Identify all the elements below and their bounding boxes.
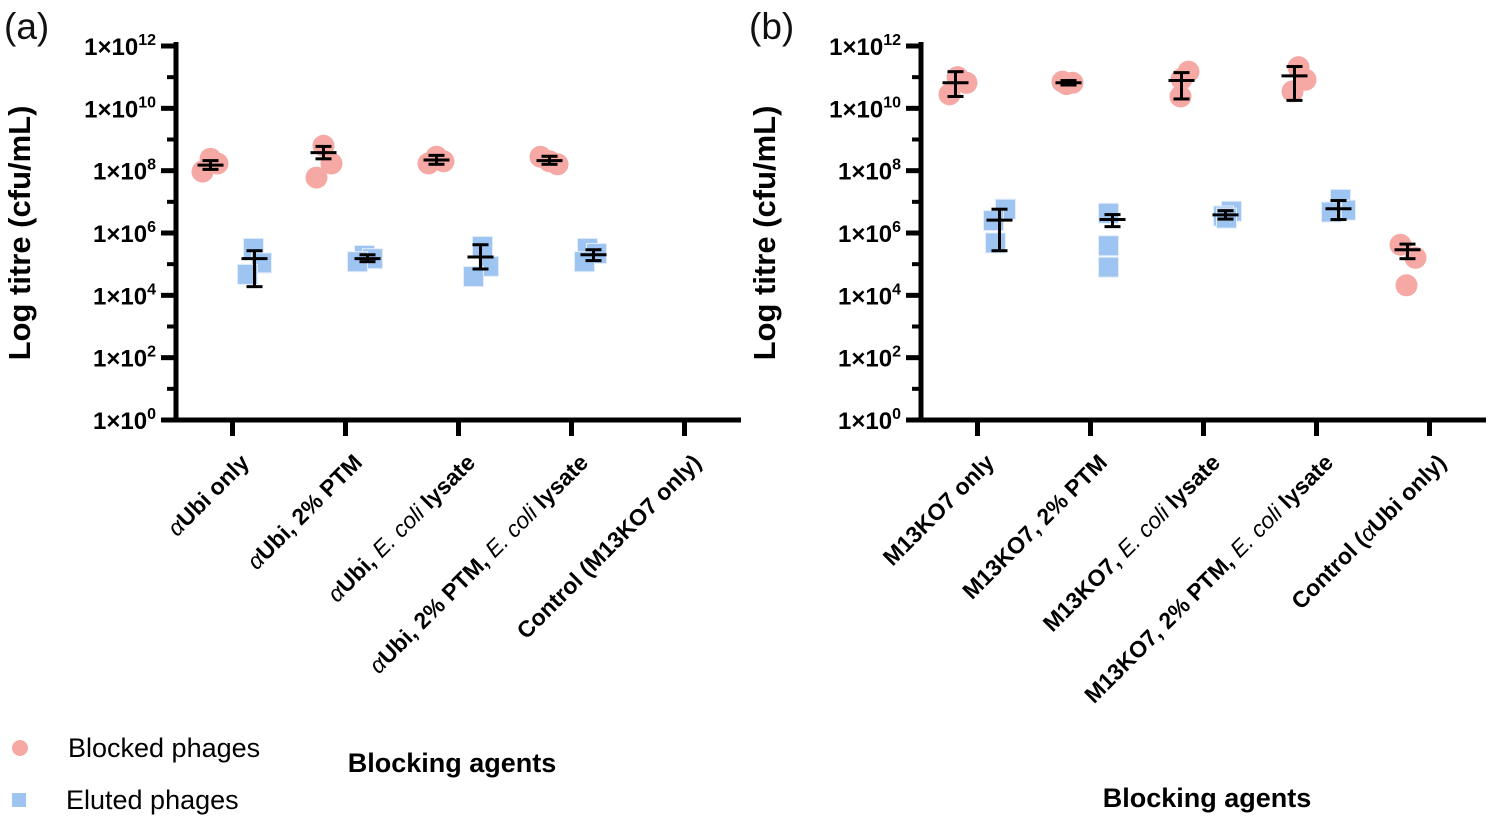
- error-bar: [1394, 242, 1421, 261]
- error-bars: [942, 64, 1421, 261]
- panel-b-xaxis-title: Blocking agents: [1102, 783, 1312, 813]
- panel-a-chart: 1×100 1×102 1×104 1×106 1×108 1×1010 1×1012Log…: [2, 32, 741, 678]
- data-point-circle: [1395, 274, 1418, 297]
- data-point-circle: [305, 166, 328, 189]
- y-tick-label: 1×1012: [84, 32, 156, 61]
- blocked-phages-circle-icon: [12, 740, 28, 756]
- y-tick-label: 1×104: [93, 281, 156, 310]
- y-tick-label: 1×108: [838, 157, 901, 186]
- axes: [173, 42, 741, 423]
- data-point-circle: [1281, 80, 1304, 103]
- error-bar: [467, 243, 494, 271]
- category-label: αUbi, 2% PTM, E. coli lysate: [364, 449, 593, 678]
- category-label: Control (M13KO7 only): [511, 449, 706, 644]
- y-tick-label: 1×102: [838, 344, 901, 373]
- y-tick-label: 1×106: [838, 219, 901, 248]
- y-axis-title: Log titre (cfu/mL): [2, 106, 37, 361]
- category-label: αUbi only: [162, 449, 254, 541]
- data-point-square: [1098, 235, 1119, 257]
- error-bar: [241, 249, 268, 289]
- error-bar: [354, 253, 381, 264]
- legend-label-eluted: Eluted phages: [66, 784, 239, 815]
- axes: [918, 42, 1486, 423]
- data-point-square: [1098, 256, 1119, 278]
- y-tick-label: 1×108: [93, 157, 156, 186]
- error-bar: [986, 207, 1013, 253]
- y-tick-label: 1×1010: [84, 94, 156, 123]
- series-eluted: [983, 188, 1356, 278]
- panel-a-xaxis-title: Blocking agents: [347, 748, 557, 778]
- error-bar: [310, 144, 337, 161]
- data-point-square: [1321, 201, 1342, 223]
- error-bar: [580, 248, 607, 263]
- data-point-square: [472, 235, 493, 257]
- panel-a-letter: (a): [4, 6, 50, 47]
- category-label: αUbi, 2% PTM: [242, 449, 367, 574]
- eluted-phages-square-icon: [12, 793, 26, 807]
- legend-item-eluted: Eluted phages: [8, 774, 260, 818]
- error-bars: [241, 243, 607, 289]
- y-tick-label: 1×106: [93, 219, 156, 248]
- error-bar: [197, 159, 224, 171]
- error-bars: [197, 144, 563, 171]
- error-bar: [1325, 199, 1352, 222]
- error-bar: [1212, 209, 1239, 221]
- data-point-circle: [938, 83, 961, 106]
- data-point-square: [463, 266, 484, 288]
- y-axis-ticks: 1×100 1×102 1×104 1×106 1×108 1×1010 1×1012: [84, 32, 176, 435]
- category-label: M13KO7, 2% PTM, E. coli lysate: [1079, 449, 1338, 708]
- error-bar: [423, 153, 450, 166]
- error-bar: [942, 70, 969, 98]
- y-tick-label: 1×100: [93, 406, 156, 435]
- legend-label-blocked: Blocked phages: [68, 732, 261, 763]
- legend: Blocked phages Eluted phages: [8, 722, 260, 818]
- error-bar: [1055, 79, 1082, 87]
- panel-b-letter: (b): [749, 6, 795, 47]
- data-point-square: [237, 263, 258, 285]
- y-tick-label: 1×1012: [829, 32, 901, 61]
- panel-b-chart: 1×100 1×102 1×104 1×106 1×108 1×1010 1×1012Log…: [747, 32, 1486, 708]
- error-bars: [986, 199, 1352, 253]
- error-bar: [1099, 213, 1126, 229]
- legend-item-blocked: Blocked phages: [8, 722, 260, 774]
- series-eluted: [237, 235, 607, 288]
- y-tick-label: 1×1010: [829, 94, 901, 123]
- y-tick-label: 1×102: [93, 344, 156, 373]
- y-tick-label: 1×100: [838, 406, 901, 435]
- error-bar: [536, 154, 563, 166]
- error-bar: [1168, 71, 1195, 101]
- category-label: M13KO7 only: [878, 449, 1000, 571]
- y-axis-title: Log titre (cfu/mL): [747, 106, 782, 361]
- y-tick-label: 1×104: [838, 281, 901, 310]
- y-axis-ticks: 1×100 1×102 1×104 1×106 1×108 1×1010 1×1012: [829, 32, 921, 435]
- series-blocked: [191, 134, 569, 189]
- error-bar: [1281, 64, 1308, 102]
